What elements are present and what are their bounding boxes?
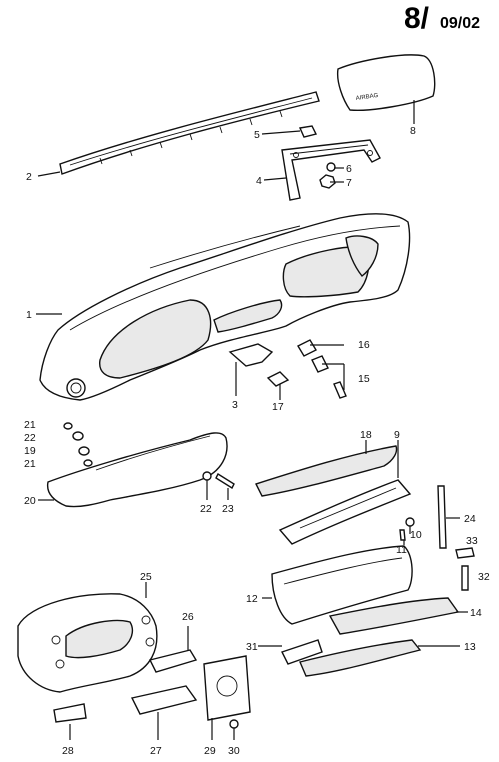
washer-22 <box>202 471 212 481</box>
washer-10 <box>405 517 415 527</box>
label-32: 32 <box>478 571 490 583</box>
label-30: 30 <box>228 745 240 757</box>
airbag-bracket <box>281 139 381 201</box>
label-19: 19 <box>24 445 36 457</box>
label-25: 25 <box>140 571 152 583</box>
defroster-strip <box>59 91 320 175</box>
label-16: 16 <box>358 339 370 351</box>
section-date: 09/02 <box>440 15 480 32</box>
nut-30 <box>229 719 239 729</box>
label-12: 12 <box>246 593 258 605</box>
glovebox-latch <box>281 639 323 665</box>
switch-32 <box>461 565 469 591</box>
label-7: 7 <box>346 177 352 189</box>
label-23: 23 <box>222 503 234 515</box>
clip-33 <box>455 547 475 559</box>
bracket-27 <box>130 685 198 715</box>
label-8: 8 <box>410 125 416 137</box>
airbag-cover: AIRBAG <box>336 54 436 112</box>
airbag-text: AIRBAG <box>355 93 379 102</box>
label-29: 29 <box>204 745 216 757</box>
leader-lines <box>36 100 468 740</box>
switch-plate-29 <box>203 655 251 721</box>
small-bracket <box>228 343 274 367</box>
glovebox-liner <box>255 445 412 545</box>
socket-15a <box>311 355 329 373</box>
label-15: 15 <box>358 373 370 385</box>
label-17: 17 <box>272 401 284 413</box>
hex-nut <box>319 174 336 189</box>
instrument-housing <box>17 593 158 693</box>
carpet-strip <box>299 639 422 677</box>
label-5: 5 <box>254 129 260 141</box>
clip-part <box>298 125 318 138</box>
screw-23 <box>215 472 235 490</box>
part-labels: 2 5 4 6 7 8 1 3 16 15 17 18 9 21 22 19 2… <box>24 125 490 757</box>
label-26: 26 <box>182 611 194 623</box>
knee-panel <box>46 432 228 508</box>
label-13: 13 <box>464 641 476 653</box>
label-18: 18 <box>360 429 372 441</box>
cap-22a <box>72 431 84 441</box>
trim-26 <box>148 649 198 673</box>
label-3: 3 <box>232 399 238 411</box>
cap-21a <box>63 422 73 430</box>
label-33: 33 <box>466 535 478 547</box>
label-31: 31 <box>246 641 258 653</box>
screw-11 <box>399 529 406 541</box>
label-21b: 21 <box>24 458 36 470</box>
label-6: 6 <box>346 163 352 175</box>
label-28: 28 <box>62 745 74 757</box>
gas-strut <box>437 485 447 549</box>
section-number: 8/ <box>404 2 430 35</box>
label-11: 11 <box>396 544 407 556</box>
glovebox <box>271 545 413 625</box>
label-4: 4 <box>256 175 262 187</box>
label-14: 14 <box>470 607 482 619</box>
nut-small <box>326 162 336 172</box>
socket-15b <box>333 381 347 399</box>
label-1: 1 <box>26 309 32 321</box>
label-22b: 22 <box>200 503 212 515</box>
cap-19 <box>78 446 90 456</box>
label-21a: 21 <box>24 419 36 431</box>
label-9: 9 <box>394 429 400 441</box>
label-2: 2 <box>26 171 32 183</box>
dashboard-panel <box>39 213 411 401</box>
label-27: 27 <box>150 745 162 757</box>
switch-part <box>297 339 317 357</box>
label-22a: 22 <box>24 432 36 444</box>
label-20: 20 <box>24 495 36 507</box>
bracket-28 <box>53 703 87 723</box>
clip-17 <box>266 371 290 387</box>
label-10: 10 <box>410 529 422 541</box>
cap-21b <box>83 459 93 467</box>
label-24: 24 <box>464 513 476 525</box>
